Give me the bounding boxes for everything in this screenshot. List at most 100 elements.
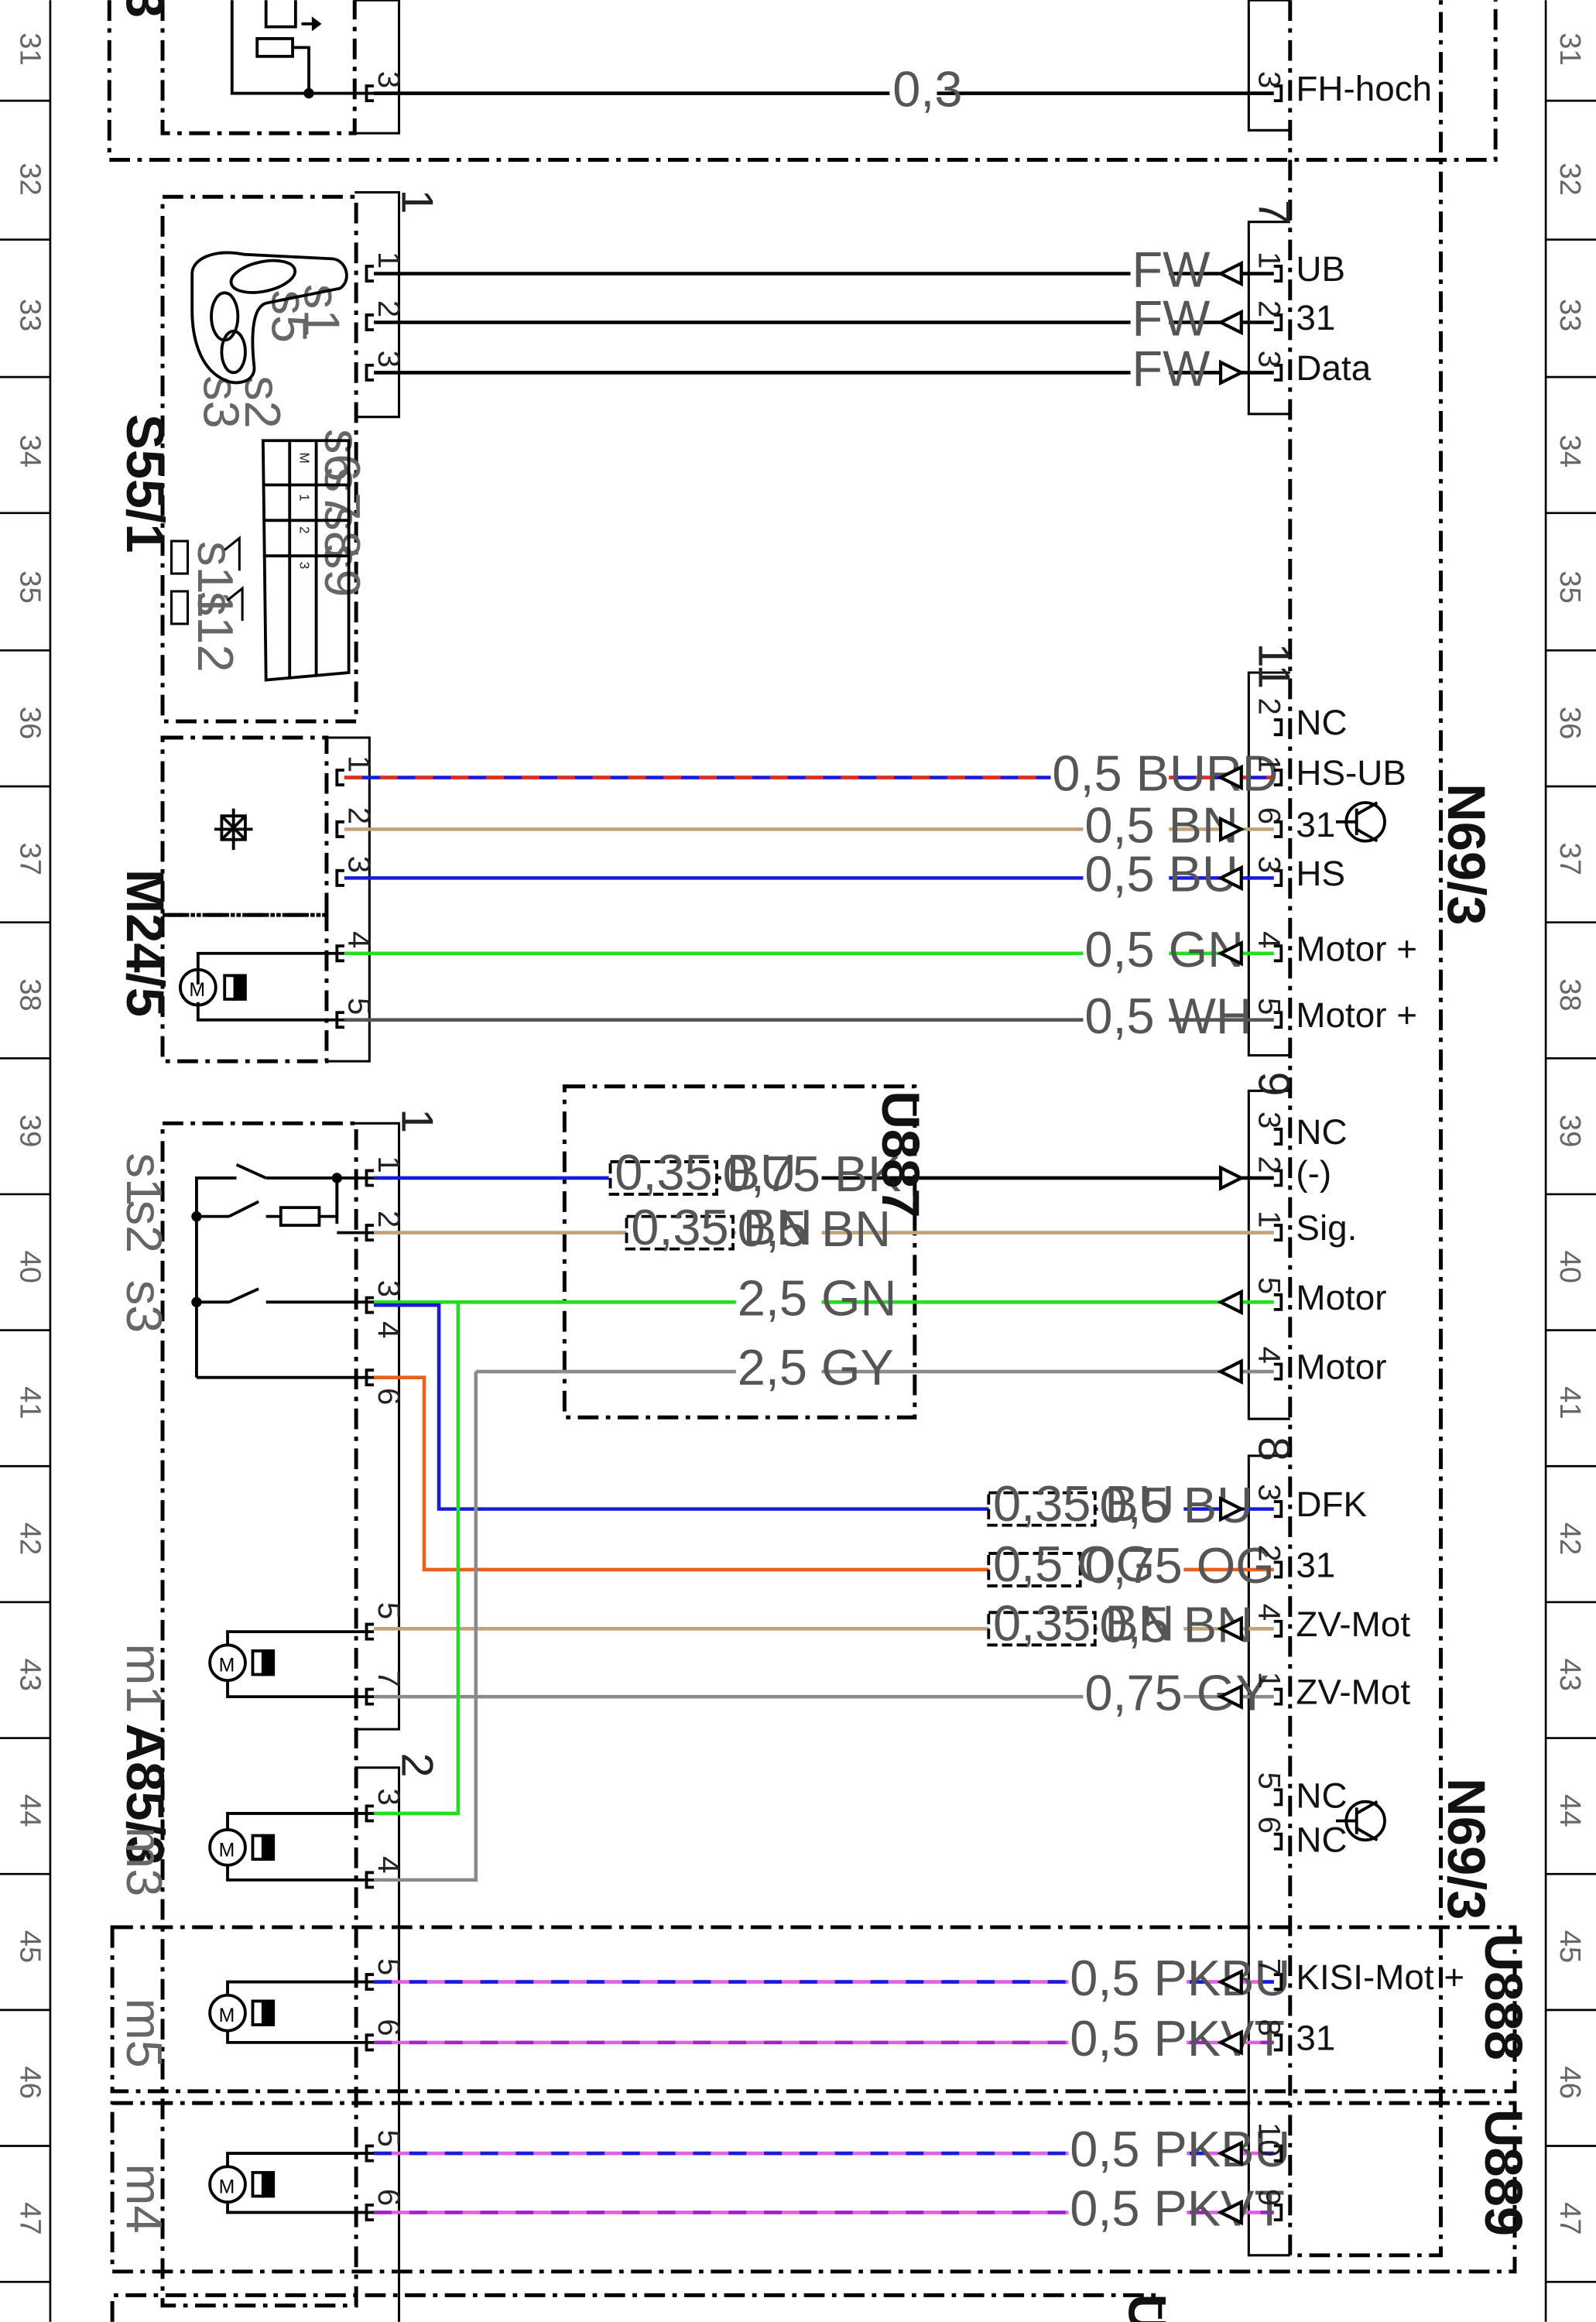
switch-label: s2 — [235, 375, 291, 429]
connector-number: 8 — [1249, 1437, 1299, 1461]
top-resistor-symbol — [230, 0, 375, 99]
right-pin-numbers: 3 1 2 3 2 1 6 3 4 5 3 2 1 5 4 3 2 4 1 5 … — [1252, 71, 1286, 2206]
pin-number: 6 — [1252, 1817, 1286, 1834]
pin-number: 5 — [372, 1602, 406, 1619]
motor-symbol-m5: M — [208, 1980, 375, 2044]
signal-name: NC — [1296, 1112, 1347, 1152]
pin-number: 4 — [372, 1856, 406, 1873]
arrow-left — [1217, 865, 1243, 892]
pin-number: 5 — [372, 1958, 406, 1975]
pin-number: 5 — [342, 998, 376, 1015]
arrow-left — [1217, 2140, 1243, 2166]
component-label-m24: M24/5 — [115, 869, 175, 1017]
rail-number-left: 32 — [14, 163, 47, 195]
pin-number: 3 — [342, 856, 376, 873]
direction-arrows — [1217, 260, 1245, 2226]
pin-number: 3 — [372, 1280, 406, 1297]
arrow-left — [1217, 2029, 1243, 2056]
signal-name: (-) — [1296, 1154, 1331, 1194]
pin-number: 2 — [372, 1211, 406, 1228]
rail-numbers: 31 32 33 34 35 36 37 38 39 40 41 42 43 4… — [14, 33, 1587, 2235]
signal-name: HS — [1296, 854, 1345, 893]
wire-w16 — [374, 1303, 1274, 1511]
component-label-u888: U888 — [1474, 1933, 1533, 2060]
m24-motor-symbol: M — [179, 951, 344, 1022]
seat-panel-label: M — [297, 453, 313, 464]
connector-number: 7 — [1249, 200, 1299, 224]
arrow-left — [1217, 260, 1243, 287]
u887-box-outline — [562, 1084, 917, 1420]
pin-number: 5 — [1252, 998, 1286, 1015]
u889-box-outline — [110, 2101, 1517, 2274]
rail-number-right: 40 — [1553, 1251, 1587, 1283]
signal-name: NC — [1296, 703, 1347, 742]
motor-symbol-m3: M — [208, 1812, 375, 1882]
pin-number: 3 — [372, 71, 406, 88]
m24-motor-box-outline — [160, 913, 329, 1063]
motor-symbol-m1: M — [208, 1630, 375, 1699]
wire-label: 0,5 BU — [1084, 846, 1238, 902]
arrow-right — [1218, 1165, 1245, 1191]
rail-number-right: 44 — [1553, 1794, 1587, 1827]
top-partial-inner-outline — [160, 0, 357, 135]
signal-name: Motor — [1296, 1348, 1386, 1387]
pin-number: 4 — [1252, 931, 1286, 948]
signal-name: 31 — [1296, 2018, 1335, 2057]
pin-number: 4 — [342, 931, 376, 948]
wire-w26 — [374, 1302, 461, 1816]
rail-number-right: 31 — [1553, 33, 1587, 65]
right-pin-stubs — [1273, 84, 1283, 2221]
connector-number: 2 — [392, 1753, 441, 1778]
m24-box-outline — [160, 735, 329, 917]
switch-label: s1 — [116, 1152, 173, 1206]
rail-number-right: 35 — [1553, 570, 1587, 603]
pin-number: 2 — [342, 807, 376, 824]
wire-label: 0,75 OG — [1084, 1537, 1274, 1594]
wire-label: 0,3 — [892, 61, 962, 118]
component-label-u889: U889 — [1474, 2109, 1533, 2236]
pin-number: 2 — [372, 300, 406, 317]
left-pin-numbers: 3 1 2 3 1 2 3 4 5 1 2 3 4 6 5 7 3 4 5 6 … — [342, 71, 406, 2206]
inner-label-boxes — [608, 1160, 1097, 1647]
rail-number-left: 47 — [14, 2202, 47, 2235]
wire-label: 0,5 GN — [1084, 921, 1244, 978]
wire-label: 2,5 GN — [738, 1270, 897, 1327]
rail-number-right: 43 — [1553, 1658, 1587, 1690]
arrow-left — [1217, 764, 1243, 791]
pin-number: 1 — [1252, 252, 1286, 269]
signal-name: 31 — [1296, 1545, 1335, 1584]
pin-number: 4 — [372, 1321, 406, 1338]
arrow-left — [1217, 1358, 1243, 1385]
signal-name: NC — [1296, 1776, 1347, 1815]
rail-number-left: 34 — [14, 435, 47, 467]
pin-number: 3 — [1252, 1111, 1286, 1128]
rail-number-left: 35 — [14, 570, 47, 603]
rail-number-left: 31 — [14, 33, 47, 65]
rail-number-right: 41 — [1553, 1386, 1587, 1419]
switch-label: s2 — [116, 1200, 173, 1254]
wire-label: 0,5 PKBU — [1070, 1950, 1290, 2006]
wire-label: 2,5 GY — [738, 1339, 894, 1396]
wire-label: 0,5 PKVT — [1070, 2010, 1285, 2067]
arrow-left — [1217, 1289, 1243, 1316]
rail-number-left: 37 — [14, 843, 47, 875]
pin-number: 4 — [1252, 1604, 1286, 1621]
component-label-bottom: U — [1118, 2293, 1177, 2322]
seat-switch-symbol — [170, 251, 351, 682]
arrow-left — [1217, 2199, 1243, 2226]
connector-bars — [326, 0, 1290, 2322]
signal-names: FH-hoch UB 31 Data NC HS-UB 31 HS Motor … — [1296, 69, 1464, 2057]
connector-number: 11 — [1249, 643, 1299, 689]
switch-label: s3 — [193, 375, 249, 429]
pin-number: 2 — [1252, 300, 1286, 317]
pin-number: 6 — [372, 2189, 406, 2206]
rail-number-right: 34 — [1553, 435, 1587, 467]
rail-number-right: 47 — [1553, 2202, 1587, 2235]
rail-number-left: 44 — [14, 1794, 47, 1827]
component-label-a85: A85/3 — [115, 1723, 175, 1865]
component-titles: 3 S55/1 M24/5 A85/3 N69/3 N69/3 U887 U88… — [115, 0, 1533, 2322]
svg-text:M: M — [189, 980, 205, 1001]
pin-number: 1 — [1252, 755, 1286, 772]
rail-number-right: 38 — [1553, 978, 1587, 1011]
